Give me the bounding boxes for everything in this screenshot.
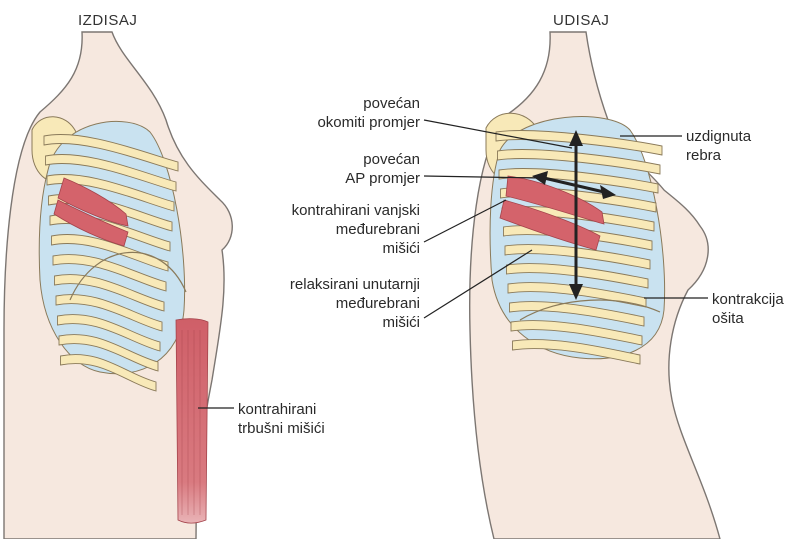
label-diaphragm-contraction: kontrakcija ošita (712, 290, 784, 328)
label-elevated-ribs: uzdignuta rebra (686, 127, 751, 165)
label-ext-line3: mišići (230, 239, 420, 258)
label-int-line3: mišići (230, 313, 420, 332)
label-diaph-line1: kontrakcija (712, 290, 784, 309)
label-ap-diameter: povećan AP promjer (250, 150, 420, 188)
inhalation-figure (470, 32, 720, 539)
label-abd-line1: kontrahirani (238, 400, 325, 419)
label-ribs-line2: rebra (686, 146, 751, 165)
label-internal-intercostal: relaksirani unutarnji međurebrani mišići (230, 275, 420, 332)
label-vertical-line2: okomiti promjer (250, 113, 420, 132)
label-vertical-line1: povećan (250, 94, 420, 113)
exhalation-figure (4, 32, 232, 539)
label-diaph-line2: ošita (712, 309, 784, 328)
label-ext-line2: međurebrani (230, 220, 420, 239)
label-ap-line2: AP promjer (250, 169, 420, 188)
exhalation-title: IZDISAJ (78, 11, 137, 30)
label-abdominal-muscles: kontrahirani trbušni mišići (238, 400, 325, 438)
label-int-line2: međurebrani (230, 294, 420, 313)
label-ext-line1: kontrahirani vanjski (230, 201, 420, 220)
label-abd-line2: trbušni mišići (238, 419, 325, 438)
left-abdominal-muscle (176, 319, 208, 523)
label-int-line1: relaksirani unutarnji (230, 275, 420, 294)
label-external-intercostal: kontrahirani vanjski međurebrani mišići (230, 201, 420, 258)
label-ap-line1: povećan (250, 150, 420, 169)
label-ribs-line1: uzdignuta (686, 127, 751, 146)
label-vertical-diameter: povećan okomiti promjer (250, 94, 420, 132)
inhalation-title: UDISAJ (553, 11, 609, 30)
